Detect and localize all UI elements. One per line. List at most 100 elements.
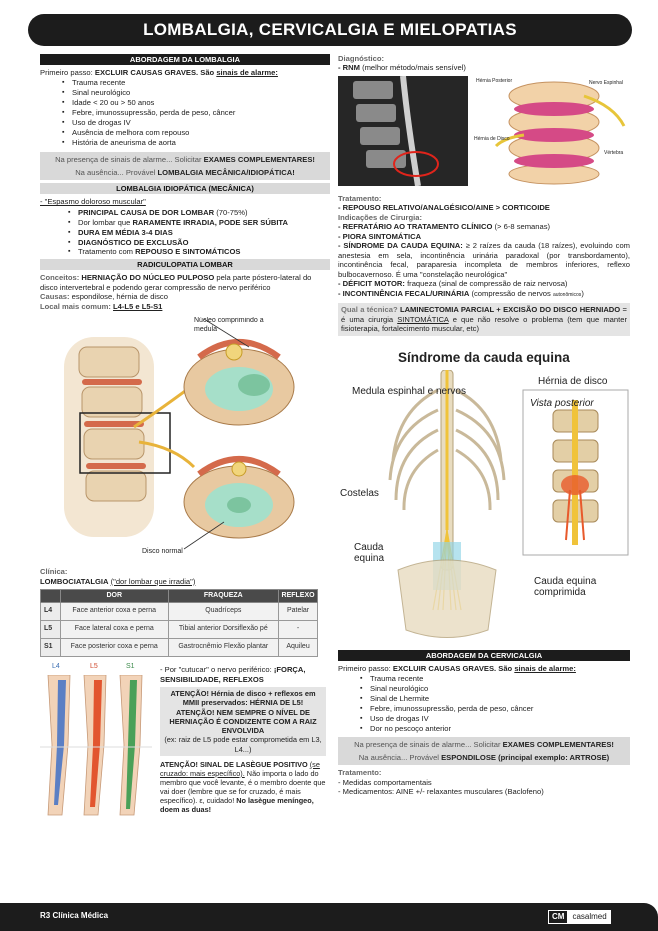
list-item: - Medidas comportamentais	[338, 777, 432, 787]
lombociatalgia: LOMBOCIATALGIA ("dor lombar que irradia"…	[40, 576, 196, 586]
tecnica-box: Qual a técnica? LAMINECTOMIA PARCIAL + E…	[338, 303, 630, 336]
idiopatica-quote: - "Espasmo doloroso muscular"	[40, 197, 146, 207]
table-header: REFLEXO	[278, 589, 318, 604]
cirurgia-item: - REFRATÁRIO AO TRATAMENTO CLÍNICO (> 6-…	[338, 222, 551, 232]
diagnostico-rnm: - RNM (melhor método/mais sensível)	[338, 63, 466, 73]
cauda-equina-figure: Síndrome da cauda equina	[338, 346, 630, 646]
table-row: L5 Face lateral coxa e perna Tibial ante…	[40, 620, 318, 640]
dermatome-label-l5: L5	[90, 663, 98, 671]
lombalgia-first-step: Primeiro passo: EXCLUIR CAUSAS GRAVES. S…	[40, 68, 278, 77]
list-item: PRINCIPAL CAUSA DE DOR LOMBAR (70-75%)	[68, 208, 330, 218]
dermatome-section: L4 L5 S1 - Por "cutucar" o nervo perifér…	[40, 663, 330, 825]
footer: R3 Clínica Médica CM casalmed	[0, 903, 658, 931]
list-item: Idade < 20 ou > 50 anos	[62, 98, 330, 108]
diagnostico-label: Diagnóstico:	[338, 54, 384, 63]
table-cell: Quadríceps	[167, 602, 280, 622]
right-column: Diagnóstico: - RNM (melhor método/mais s…	[338, 54, 630, 797]
table-cell: -	[278, 620, 318, 640]
cervicalgia-header: ABORDAGEM DA CERVICALGIA	[338, 649, 630, 661]
tratamento-line1: - REPOUSO RELATIVO/ANALGÉSICO/AINE > COR…	[338, 203, 550, 213]
left-column: ABORDAGEM DA LOMBALGIA Primeiro passo: E…	[40, 54, 330, 825]
label-cauda-equina: Cauda equina	[354, 541, 385, 565]
cervicalgia-summary-box: Na presença de sinais de alarme... Solic…	[338, 737, 630, 766]
tratamento-label: Tratamento:	[338, 193, 382, 203]
list-item: Trauma recente	[360, 674, 630, 684]
fig-label-hernia-posterior: Hérnia Posterior	[476, 77, 513, 84]
cirurgia-item: - SÍNDROME DA CAUDA EQUINA: ≥ 2 raízes d…	[338, 241, 630, 279]
atencao-box-1: ATENÇÃO! Hérnia de disco + reflexos em M…	[160, 687, 326, 756]
lombalgia-alarm-list: Trauma recente Sinal neurológico Idade <…	[62, 78, 330, 147]
fig-label-nervo-espinhal: Nervo Espinhal	[589, 79, 623, 86]
list-item: Sinal neurológico	[62, 88, 330, 98]
label-medula: Medula espinhal e nervos	[352, 385, 466, 397]
label-vista-posterior: Vista posterior	[530, 397, 594, 409]
casalmed-logo: CM casalmed	[548, 909, 611, 925]
cervicalgia-first-step: Primeiro passo: EXCLUIR CAUSAS GRAVES. S…	[338, 663, 576, 673]
cauda-svg	[388, 369, 629, 638]
table-cell: Face posterior coxa e perna	[60, 638, 169, 658]
label-costelas: Costelas	[340, 487, 379, 499]
cervicalgia-alarm-list: Trauma recente Sinal neurológico Sinal d…	[360, 674, 630, 733]
cirurgia-item: - INCONTINÊNCIA FECAL/URINÁRIA (compress…	[338, 288, 584, 298]
list-item: Sinal de Lhermite	[360, 694, 630, 704]
cirurgia-label: Indicações de Cirurgia:	[338, 212, 422, 222]
table-header: FRAQUEZA	[167, 589, 280, 604]
disc-svg	[494, 81, 626, 185]
hernia-illustration: Núcleo comprimindo a medula Disco normal	[44, 317, 316, 564]
lombalgia-header: ABORDAGEM DA LOMBALGIA	[40, 54, 330, 65]
cutucar-note: - Por "cutucar" o nervo periférico: ¡FOR…	[160, 665, 306, 684]
disc-3d-figure: Hérnia Posterior Nervo Espinhal Hérnia d…	[474, 76, 630, 186]
fig-label-vertebra: Vértebra	[604, 149, 624, 156]
cauda-title: Síndrome da cauda equina	[398, 349, 570, 365]
radiculopatia-header: RADICULOPATIA LOMBAR	[40, 259, 330, 271]
list-item: Trauma recente	[62, 78, 330, 88]
list-item: Ausência de melhora com repouso	[62, 128, 330, 138]
fig-label-hernia-disco: Hérnia de Disco	[474, 135, 510, 142]
fig-label-nucleo: Núcleo comprimindo a medula	[194, 317, 264, 333]
list-item: DURA EM MÉDIA 3-4 DIAS	[68, 228, 330, 238]
table-header	[40, 589, 61, 604]
list-item: História de aneurisma de aorta	[62, 138, 330, 148]
list-item: - Medicamentos: AINE +/- relaxantes musc…	[338, 787, 544, 797]
logo-text: casalmed	[568, 910, 611, 924]
list-item: Febre, imunossupressão, perda de peso, c…	[62, 108, 330, 118]
table-cell: Face anterior coxa e perna	[60, 602, 169, 622]
table-cell: Patelar	[278, 602, 318, 622]
table-header: DOR	[60, 589, 169, 604]
clinica-label: Clínica:	[40, 567, 68, 577]
footer-label: R3 Clínica Médica	[40, 911, 109, 920]
lombalgia-summary-box: Na presença de sinais de alarme... Solic…	[40, 151, 330, 181]
list-item: Febre, imunossupressão, perda de peso, c…	[360, 704, 630, 714]
attention-notes: - Por "cutucar" o nervo periférico: ¡FOR…	[160, 665, 326, 814]
hernia-svg	[64, 318, 295, 550]
table-cell: Aquileu	[278, 638, 318, 658]
dermatome-svg	[40, 675, 152, 816]
rnm-svg	[338, 75, 468, 186]
fig-label-disco-normal: Disco normal	[142, 548, 183, 556]
table-cell: Gastrocnêmio Flexão plantar	[167, 638, 280, 658]
page-title: LOMBALGIA, CERVICALGIA E MIELOPATIAS	[28, 14, 632, 46]
rnm-figure: Hérnia Posterior Nervo Espinhal Hérnia d…	[338, 75, 630, 188]
table-row: S1 Face posterior coxa e perna Gastrocnê…	[40, 638, 318, 658]
dermatome-figure: L4 L5 S1	[40, 663, 152, 824]
dermatome-label-l4: L4	[52, 663, 60, 671]
list-item: DIAGNÓSTICO DE EXCLUSÃO	[68, 238, 330, 248]
clinica-table: DOR FRAQUEZA REFLEXO L4 Face anterior co…	[40, 589, 318, 658]
idiopatica-header: LOMBALGIA IDIOPÁTICA (MECÂNICA)	[40, 183, 330, 195]
cervicalgia-trat-label: Tratamento:	[338, 768, 382, 778]
table-cell: Face lateral coxa e perna	[60, 620, 169, 640]
list-item: Dor no pescoço anterior	[360, 724, 630, 734]
table-cell: S1	[40, 638, 61, 658]
list-item: Uso de drogas IV	[62, 118, 330, 128]
radiculopatia-causas: Causas: espondilose, hérnia de disco	[40, 292, 168, 302]
atencao-lasegue: ATENÇÃO! SINAL DE LASÈGUE POSITIVO (se c…	[160, 759, 326, 815]
label-hernia-disco: Hérnia de disco	[538, 375, 608, 387]
idiopatica-list: PRINCIPAL CAUSA DE DOR LOMBAR (70-75%) D…	[68, 208, 330, 257]
radiculopatia-conceitos: Conceitos: HERNIAÇÃO DO NÚCLEO PULPOSO p…	[40, 273, 312, 292]
table-header-row: DOR FRAQUEZA REFLEXO	[40, 589, 318, 604]
label-cauda-comprimida: Cauda equina comprimida	[534, 575, 597, 599]
list-item: Uso de drogas IV	[360, 714, 630, 724]
dermatome-label-s1: S1	[126, 663, 135, 671]
radiculopatia-local: Local mais comum: L4-L5 e L5-S1	[40, 301, 163, 311]
cirurgia-item: - DÉFICIT MOTOR: fraqueza (sinal de comp…	[338, 279, 568, 289]
